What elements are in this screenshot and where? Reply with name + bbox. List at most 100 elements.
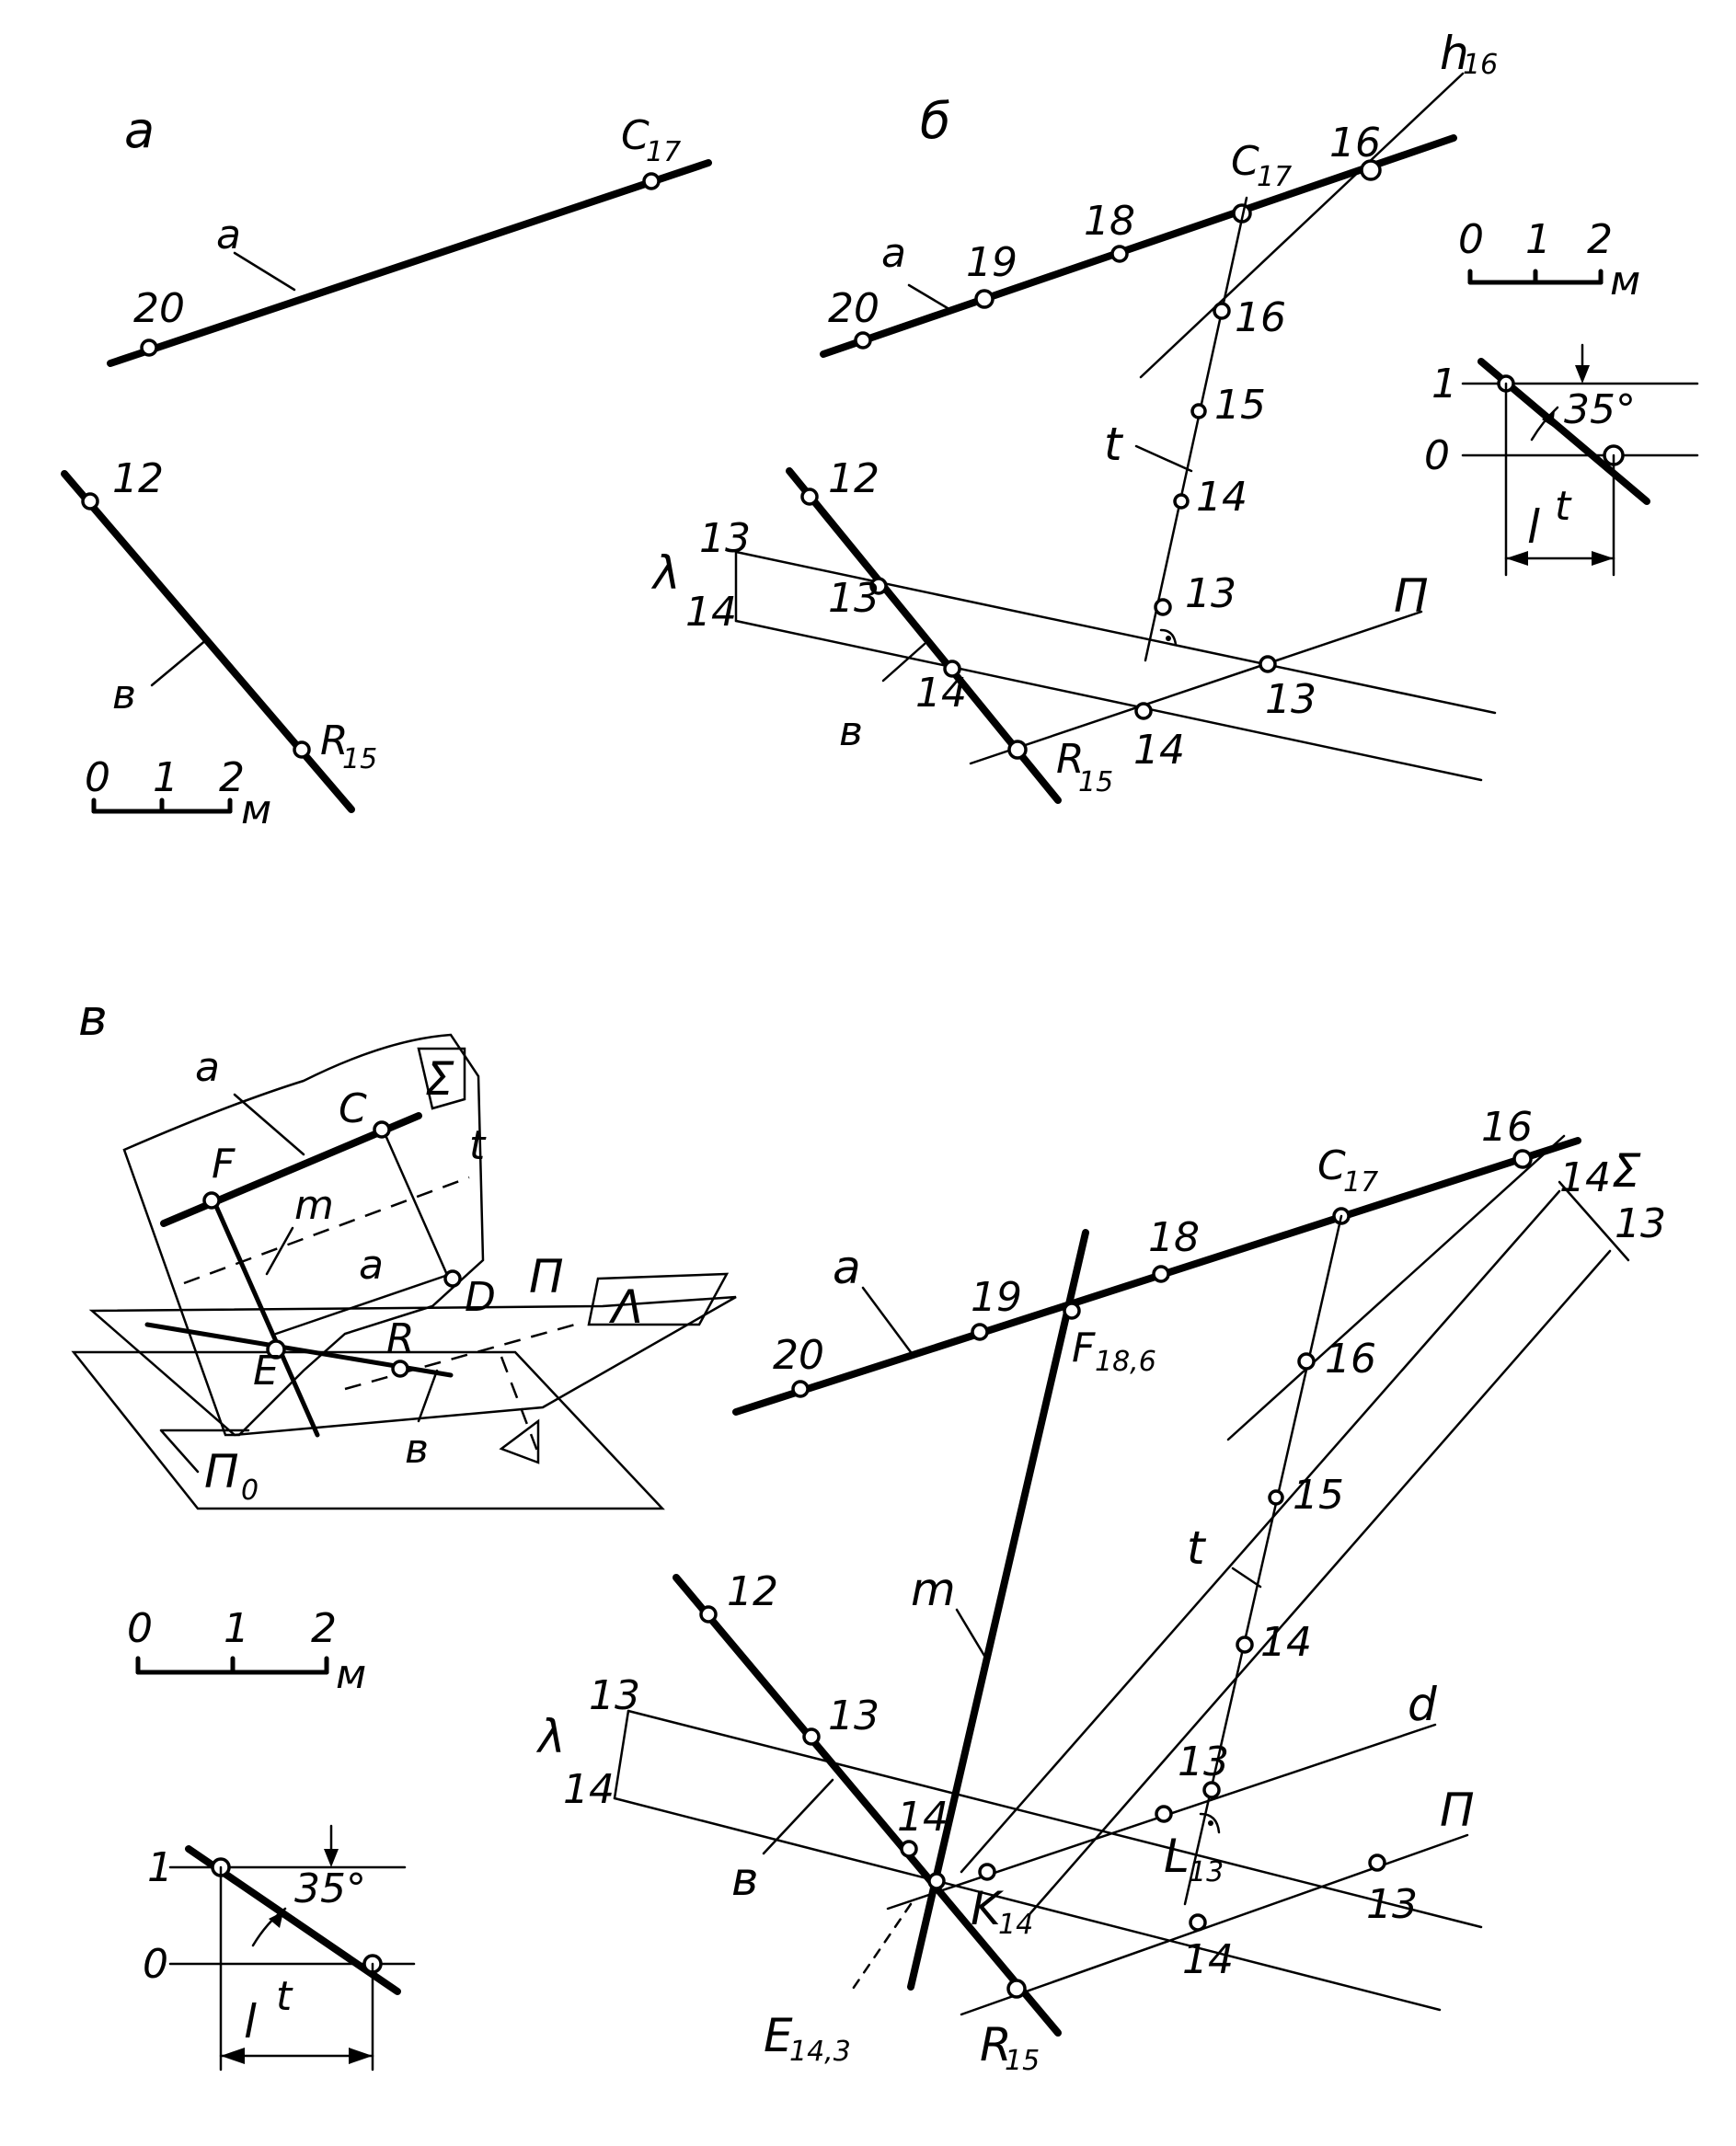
label-13-n: 13 — [1265, 676, 1316, 723]
line-t — [1144, 196, 1248, 662]
contour-14 — [734, 619, 1483, 782]
leader-b-b — [881, 642, 926, 683]
point-15-t — [1190, 403, 1207, 419]
label-R-sub-b: 15 — [1078, 766, 1113, 798]
svg-text:2: 2 — [1587, 216, 1613, 263]
point-E — [927, 1872, 946, 1890]
label-16-b: 16 — [1329, 120, 1381, 166]
iso-line-t — [380, 1125, 453, 1285]
label-F-sub: 18,6 — [1095, 1346, 1156, 1378]
line-h16-c — [1226, 1134, 1566, 1441]
point-12 — [81, 492, 99, 511]
iso-point-D — [443, 1269, 462, 1288]
point-R15 — [293, 740, 311, 759]
svg-text:м: м — [1610, 258, 1640, 304]
section-c-label: в — [78, 989, 108, 1047]
iso-label-D: D — [465, 1274, 496, 1321]
label-19-b: 19 — [966, 239, 1017, 286]
svg-text:1: 1 — [1525, 216, 1551, 263]
label-R-sub: 15 — [342, 743, 377, 775]
label-lambda-c: λ — [535, 1710, 566, 1763]
label-h-sub: 16 — [1463, 49, 1498, 81]
svg-text:0: 0 — [85, 754, 110, 801]
point-18-b — [1110, 245, 1129, 263]
label-h: h — [1440, 27, 1469, 80]
leader-m — [955, 1608, 986, 1658]
point-C17 — [642, 172, 661, 190]
point-13-c — [802, 1727, 821, 1746]
label-n-c: П — [1440, 1784, 1475, 1837]
label-F: F — [1072, 1325, 1096, 1371]
sigma-13 — [960, 1189, 1561, 1874]
label-15-t: 15 — [1214, 382, 1266, 429]
iso-label-E: E — [253, 1348, 279, 1394]
point-16-b — [1360, 159, 1382, 181]
label-b-c: в — [731, 1853, 758, 1906]
section-a: a a 20 C 17 12 в R 15 0 1 2 м — [61, 101, 712, 833]
point-16-t — [1213, 302, 1231, 320]
label-20-c: 20 — [773, 1332, 824, 1379]
svg-text:0: 0 — [127, 1605, 153, 1652]
label-sigma-plane: Σ — [425, 1052, 454, 1106]
point-20-b — [854, 331, 872, 350]
label-R: R — [320, 717, 349, 764]
label-sigma-13: 13 — [1615, 1200, 1666, 1247]
label-R-sub-c: 15 — [1005, 2045, 1040, 2077]
label-line-a: a — [216, 212, 241, 258]
line-a-b — [820, 134, 1457, 358]
point-14-nc — [1189, 1913, 1207, 1932]
label-12-c: 12 — [727, 1568, 778, 1615]
label-lambda-13-c: 13 — [589, 1672, 640, 1719]
label-13-b: 13 — [828, 575, 879, 622]
label-t: t — [1104, 418, 1124, 471]
line-b-c — [673, 1574, 1062, 2037]
label-line-b: в — [112, 671, 136, 718]
point-13-t — [1154, 598, 1172, 616]
label-R-c: R — [980, 2018, 1012, 2071]
sigma-bracket — [1558, 1180, 1630, 1262]
label-lambda: λ — [650, 546, 681, 600]
label-d: d — [1408, 1678, 1437, 1731]
label-C: C — [621, 112, 650, 159]
point-19-c — [971, 1323, 989, 1341]
iso-label-m: m — [294, 1182, 334, 1229]
label-C-sub-c: 17 — [1343, 1166, 1378, 1199]
point-13-nc — [1368, 1853, 1386, 1872]
label-pi-plane: П — [529, 1250, 564, 1303]
line-m — [907, 1229, 1089, 1991]
plane-lambda — [88, 1295, 737, 1437]
svg-text:м: м — [241, 786, 271, 833]
label-b-b: в — [839, 708, 863, 755]
svg-text:1: 1 — [153, 754, 178, 801]
section-b-label: б — [920, 92, 950, 150]
svg-text:t: t — [1555, 483, 1572, 530]
label-pi0: П — [204, 1445, 239, 1498]
contour-13 — [734, 550, 1497, 715]
label-16-c: 16 — [1481, 1104, 1533, 1151]
iso-line-m — [209, 1193, 320, 1438]
contour-13-c — [627, 1709, 1483, 1929]
point-R15-b — [1007, 740, 1028, 760]
section-c: в П 0 Λ Σ П a m t a F C D E — [71, 989, 1666, 2077]
label-E: E — [764, 2009, 793, 2062]
leader-b — [150, 637, 209, 687]
contour-14-c — [613, 1796, 1442, 2012]
point-19-b — [974, 289, 994, 309]
label-C-sub: 17 — [646, 136, 681, 168]
svg-text:l: l — [244, 1995, 257, 2048]
label-a-c: a — [833, 1241, 861, 1294]
label-L: L — [1164, 1830, 1190, 1883]
label-R-b: R — [1056, 736, 1085, 783]
label-t-c: t — [1187, 1521, 1207, 1575]
label-pi0-sub: 0 — [241, 1475, 259, 1507]
iso-label-b: в — [405, 1426, 429, 1473]
label-13-t: 13 — [1185, 570, 1236, 617]
label-C-b: C — [1231, 138, 1259, 185]
iso-point-C — [373, 1120, 391, 1139]
svg-text:35°: 35° — [1564, 386, 1636, 433]
scale-bar-a: 0 1 2 м — [85, 754, 271, 833]
point-K — [978, 1863, 996, 1881]
scale-bar-b: 0 1 2 м — [1458, 216, 1640, 304]
svg-text:1: 1 — [147, 1844, 173, 1891]
